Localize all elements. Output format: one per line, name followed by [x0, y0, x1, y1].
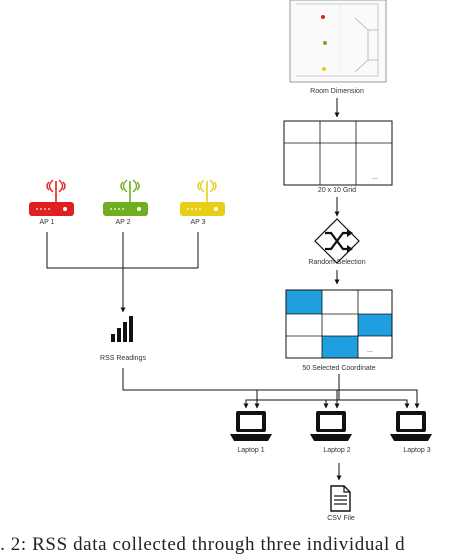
laptop2-label: Laptop 2: [323, 447, 351, 454]
room-dimension-label: Room Dimension: [310, 88, 364, 95]
room-ap2-marker: [323, 41, 327, 45]
grid-ellipsis: ...: [372, 174, 378, 181]
room-ap3-marker: [322, 67, 326, 71]
laptop-icon-2: [310, 411, 352, 441]
ap1-label: AP 1: [39, 219, 55, 226]
random-selection-label: Random Selection: [308, 259, 366, 266]
router-icon-ap2: [103, 179, 148, 216]
shuffle-icon: [314, 218, 360, 264]
laptop-icon-3: [390, 411, 432, 441]
document-icon: [330, 485, 351, 512]
room-floorplan: [289, 0, 387, 83]
signal-bars-icon: [111, 316, 133, 342]
laptop1-label: Laptop 1: [237, 447, 265, 454]
csv-file-label: CSV File: [327, 515, 355, 522]
laptop3-label: Laptop 3: [403, 447, 431, 454]
laptop-icon-1: [230, 411, 272, 441]
rss-readings-label: RSS Readings: [100, 355, 146, 362]
figure-caption: g. 2: RSS data collected through three i…: [0, 534, 406, 555]
selected-coordinate-label: 50 Selected Coordinate: [302, 365, 376, 372]
grid-label: 20 x 10 Grid: [317, 187, 357, 194]
router-icon-ap1: [29, 179, 74, 216]
room-ap1-marker: [321, 15, 325, 19]
selected-grid: ...: [285, 289, 393, 359]
router-icon-ap3: [180, 179, 225, 216]
ap3-label: AP 3: [190, 219, 206, 226]
selected-ellipsis: ...: [367, 347, 373, 354]
ap2-label: AP 2: [115, 219, 131, 226]
grid-20x10: ...: [283, 120, 393, 186]
